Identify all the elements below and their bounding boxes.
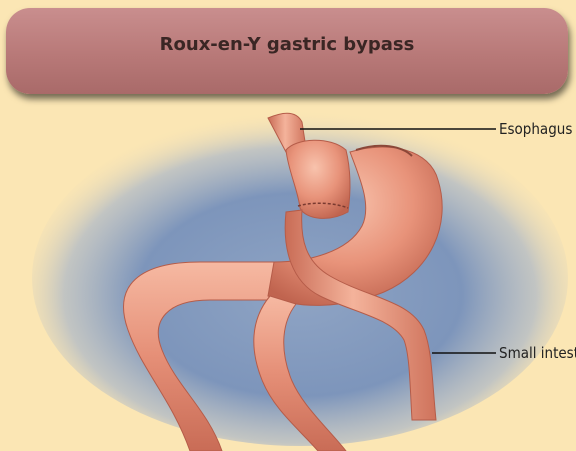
diagram-title: Roux-en-Y gastric bypass bbox=[6, 34, 568, 55]
small-intestine-label: Small intestine bbox=[499, 344, 576, 362]
esophagus-label: Esophagus bbox=[499, 120, 572, 138]
